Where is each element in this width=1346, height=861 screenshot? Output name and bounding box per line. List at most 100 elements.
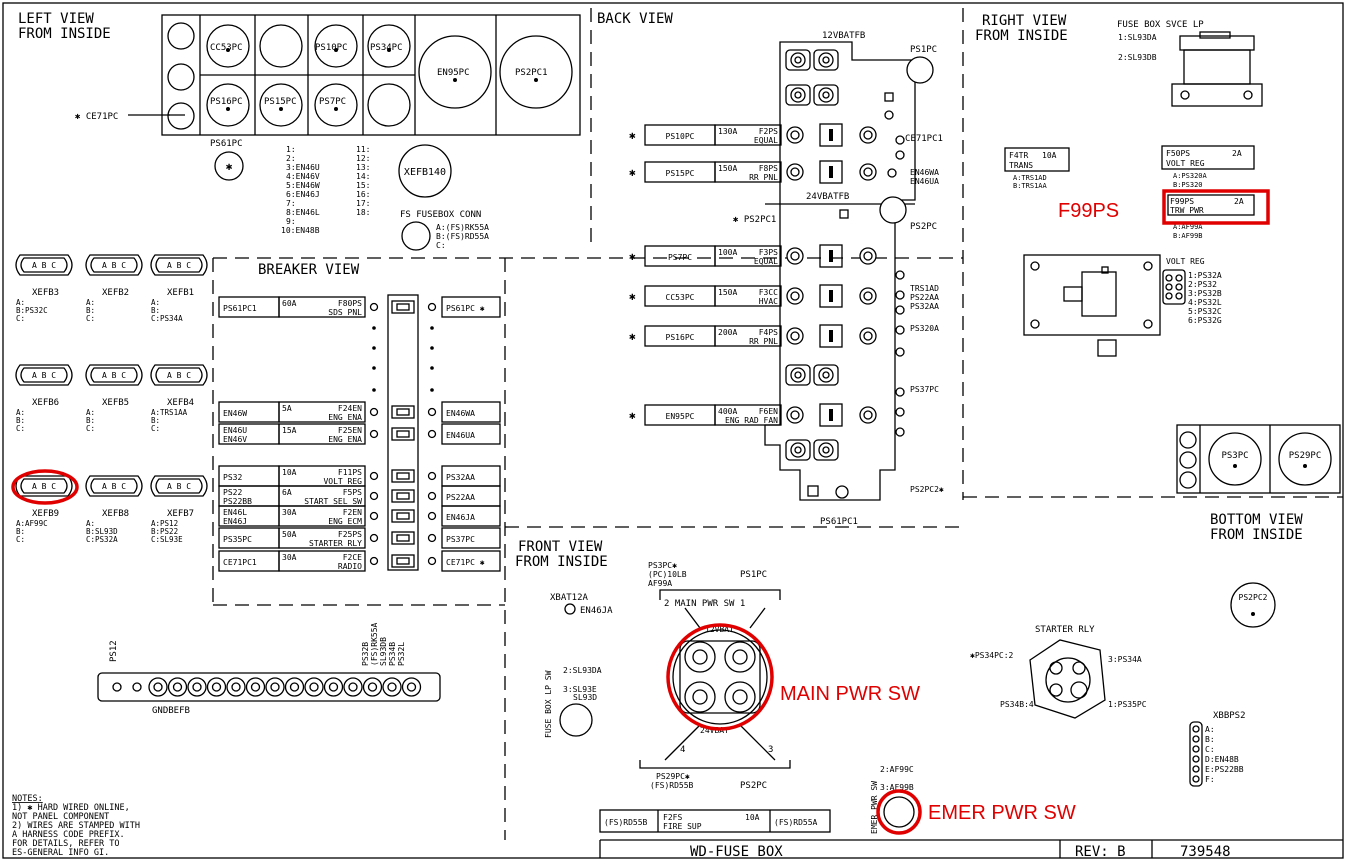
svg-text:SL93DB: SL93DB	[379, 637, 388, 666]
breaker-name: F2CE	[343, 553, 362, 562]
hard-wired-marker: ✱	[629, 290, 636, 303]
ps34a-label: 3:PS34A	[1108, 655, 1142, 664]
back-fuse-name: F3PS	[759, 248, 778, 257]
breaker-desc: RADIO	[338, 562, 362, 571]
svg-text:8:EN46L: 8:EN46L	[286, 208, 320, 217]
back-view-studs	[785, 49, 905, 461]
volt-reg-connector	[1162, 269, 1186, 305]
ps1pc-label: PS1PC	[910, 45, 937, 55]
svg-text:SL93D: SL93D	[573, 693, 597, 702]
bottom-view-title: BOTTOM VIEW	[1210, 512, 1303, 528]
svg-text:F50PS: F50PS	[1166, 149, 1190, 158]
xbbps2-label: XBBPS2	[1213, 711, 1246, 721]
xefb-pin: C:PS34A	[151, 314, 183, 323]
gnd-stud	[148, 677, 168, 697]
breaker-wire-out: EN46UA	[446, 431, 475, 440]
ps3pc-front-labels: PS3PC✱ (PC)10LB AF99A	[648, 561, 687, 588]
ps2pc-front-label: PS2PC	[740, 781, 767, 791]
gnd-ps12-label: PS12	[109, 640, 119, 662]
back-fuse-amp: 150A	[718, 288, 737, 297]
back-view-title: BACK VIEW	[597, 11, 673, 27]
svg-text:7:: 7:	[286, 199, 296, 208]
svg-text:6:PS32G: 6:PS32G	[1188, 316, 1222, 325]
svg-text:TRS1AD: TRS1AD	[910, 284, 939, 293]
xefb-pin: B:PS32C	[16, 306, 48, 315]
ps61pc1-back-label: PS61PC1	[820, 517, 858, 527]
breaker-amp: 30A	[282, 508, 297, 517]
ps2pc1-back-label: ✱ PS2PC1	[733, 215, 776, 225]
svg-text:B:(FS)RD55A: B:(FS)RD55A	[436, 232, 489, 241]
gnd-stud	[304, 677, 324, 697]
svg-text:NOT PANEL COMPONENT: NOT PANEL COMPONENT	[12, 812, 109, 822]
xefb-pin-letters: A B C	[102, 371, 126, 380]
breaker-amp: 50A	[282, 530, 297, 539]
svg-text:18:: 18:	[356, 208, 370, 217]
breaker-amp: 15A	[282, 426, 297, 435]
front-view-subtitle: FROM INSIDE	[515, 554, 608, 570]
gnd-stud	[226, 677, 246, 697]
f99ps-fuse: F99PS 2A TRW PWR A:AF99A B:AF99B	[1167, 194, 1255, 240]
xefb-pin: A:	[151, 298, 160, 307]
gndbefb-label: GNDBEFB	[152, 706, 190, 716]
xefb-pin: C:	[151, 424, 160, 433]
title-block-rev: REV: B	[1075, 844, 1126, 860]
ps35pc-label: 1:PS35PC	[1108, 700, 1147, 709]
xefb-pin: A:PS12	[151, 519, 178, 528]
main-pwr-sw-callout: MAIN PWR SW	[780, 683, 920, 705]
ps34b-label: PS34B:4	[1000, 700, 1034, 709]
hard-wired-marker: ✱	[629, 330, 636, 343]
ps3pc-right-label: PS3PC	[1221, 451, 1248, 461]
breaker-name: F25PS	[338, 530, 362, 539]
ps15pc-label: PS15PC	[264, 97, 297, 107]
svg-text:1) ✱ HARD WIRED ONLINE,: 1) ✱ HARD WIRED ONLINE,	[12, 803, 130, 813]
back-fuse-desc: EQUAL	[754, 136, 778, 145]
svg-text:2:PS32: 2:PS32	[1188, 280, 1217, 289]
svg-text:14:: 14:	[356, 172, 370, 181]
svg-text:B:AF99B: B:AF99B	[1173, 232, 1203, 240]
emer-pwr-sw-label: EMER PWR SW	[870, 781, 879, 834]
xefb-pin: C:PS32A	[86, 535, 118, 544]
lp-sw-pins: 2:SL93DA 3:SL93E SL93D	[563, 666, 602, 702]
ps2pc2-back-label: PS2PC2✱	[910, 485, 944, 494]
svg-text:A:AF99A: A:AF99A	[1173, 223, 1203, 231]
xefb-pin: C:	[16, 535, 25, 544]
main-pwr-sw-highlight	[666, 623, 774, 731]
xefb-pin: B:	[86, 416, 95, 425]
xefb-pin: B:	[16, 527, 25, 536]
breaker-wire-in: PS22	[223, 488, 242, 497]
en46wa-label: EN46WA	[910, 168, 939, 177]
en46ja-front-label: EN46JA	[580, 606, 613, 616]
xefb-name: XEFB9	[32, 509, 59, 519]
gnd-stud	[382, 677, 402, 697]
svg-text:3:SL93E: 3:SL93E	[563, 685, 597, 694]
svg-text:5:EN46W: 5:EN46W	[286, 181, 320, 190]
svg-text:13:: 13:	[356, 163, 370, 172]
svg-text:F99PS: F99PS	[1170, 197, 1194, 206]
xefb-name: XEFB4	[167, 398, 194, 408]
breaker-wire-in: PS61PC1	[223, 304, 257, 313]
xefb-pin-letters: A B C	[32, 371, 56, 380]
volt-reg-pins: 1:PS32A 2:PS32 3:PS32B 4:PS32L 5:PS32C 6…	[1188, 271, 1222, 325]
svg-text:F2FS: F2FS	[663, 813, 682, 822]
back-fuse-name: F4PS	[759, 328, 778, 337]
ps61pc-connector	[214, 151, 244, 181]
xefb-pin: B:	[86, 306, 95, 315]
svg-text:1:: 1:	[286, 145, 296, 154]
xefb-name: XEFB2	[102, 288, 129, 298]
ps34pc-bottom-label: ✱PS34PC:2	[970, 651, 1014, 660]
svg-text:12:: 12:	[356, 154, 370, 163]
back-fuse-desc: ENG RAD FAN	[725, 416, 778, 425]
fuse-box-lp-sw-label: FUSE BOX LP SW	[544, 670, 553, 738]
xefb140-pin-list-2: 11: 12: 13: 14: 15: 16: 17: 18:	[356, 145, 370, 217]
bus-12v-label: 12VBATFB	[822, 31, 865, 41]
svg-text:(FS)RK55A: (FS)RK55A	[370, 622, 379, 666]
cc53pc-label: CC53PC	[210, 43, 243, 53]
breaker-amp: 5A	[282, 404, 292, 413]
breaker-desc: STARTER RLY	[309, 539, 362, 548]
ps29pc-right-label: PS29PC	[1289, 451, 1322, 461]
